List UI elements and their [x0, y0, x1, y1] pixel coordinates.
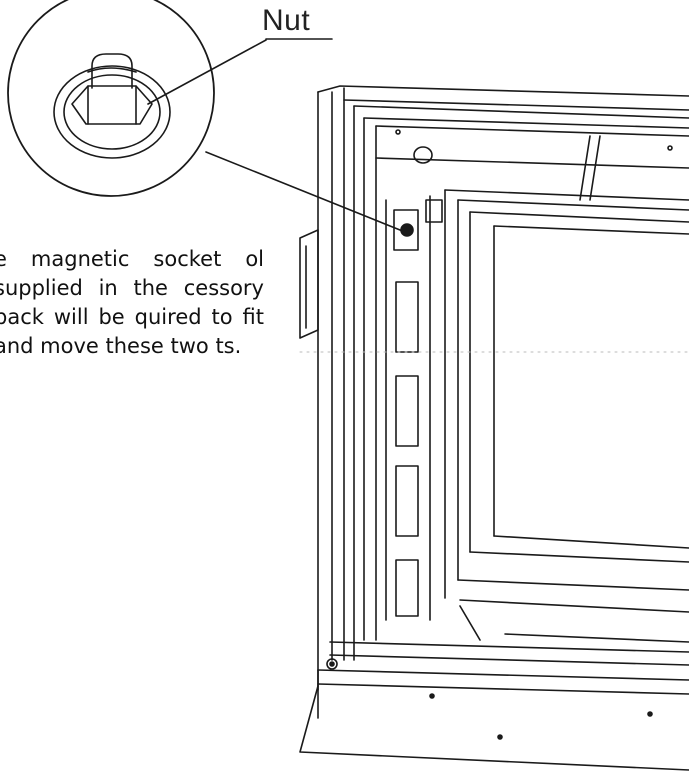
side-strip — [385, 195, 443, 621]
label-leader-line — [147, 39, 267, 105]
nut-icon — [71, 85, 153, 125]
glass-door-panel — [444, 189, 689, 613]
top-trim — [375, 129, 689, 201]
instruction-text: e magnetic socket ol supplied in the ces… — [0, 247, 264, 358]
base-sill — [299, 605, 689, 771]
detail-connector-line — [205, 151, 406, 233]
nut-callout-label: Nut — [262, 4, 311, 37]
nut-detail-magnifier — [7, 0, 215, 197]
fireplace-outer-frame — [299, 85, 689, 719]
